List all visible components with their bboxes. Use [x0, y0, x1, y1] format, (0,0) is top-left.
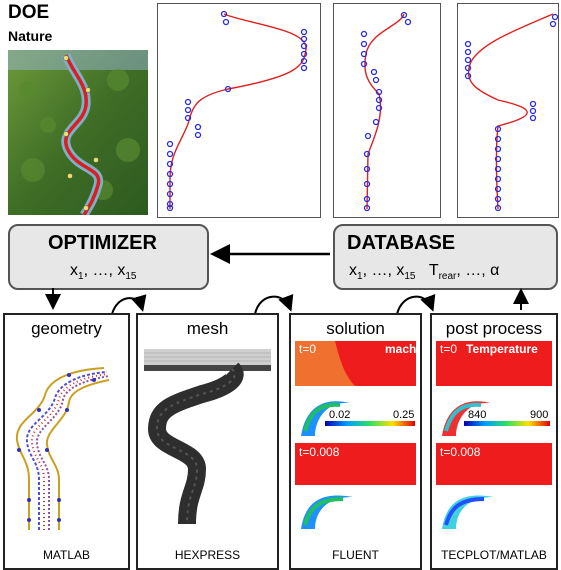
solution-field-image: t=0 mach 0.02 0.25 t=0.008: [295, 341, 416, 533]
profile-plot-1: [157, 3, 321, 218]
profile-plot-3: [457, 3, 559, 218]
solution-bottom-time: t=0.008: [299, 445, 340, 459]
optimizer-title: OPTIMIZER: [48, 232, 157, 254]
mesh-image: [144, 349, 271, 525]
post-cbar-min: 840: [468, 409, 486, 421]
post-process-footer: TECPLOT/MATLAB: [441, 548, 547, 562]
doe-title: DOE: [8, 2, 50, 23]
geometry-profiles-image: [15, 367, 110, 530]
solution-panel: solution t=0 mach 0.02 0.25 t=0.008 FLUE…: [289, 313, 422, 570]
doe-subtitle: Nature: [8, 28, 53, 44]
solution-footer: FLUENT: [332, 548, 379, 562]
mesh-footer: HEXPRESS: [174, 548, 241, 562]
geometry-footer: MATLAB: [42, 548, 91, 562]
mesh-title: mesh: [186, 319, 229, 338]
post-process-title: post process: [445, 319, 543, 338]
database-box: DATABASE x1, …, x15 Trear, …, α: [333, 224, 558, 290]
solution-top-field: mach: [385, 342, 416, 356]
mesh-panel: mesh HEXPRESS: [136, 313, 279, 570]
post-top-field: Temperature: [466, 342, 538, 356]
geometry-panel: geometry MATLAB: [3, 313, 130, 570]
database-title: DATABASE: [347, 232, 456, 254]
optimizer-variables: x1, …, x15: [70, 262, 137, 283]
profile-plot-2: [333, 3, 441, 218]
post-bottom-time: t=0.008: [440, 445, 481, 459]
post-process-panel: post process t=0 Temperature 840 900 t=0…: [430, 313, 558, 570]
optimizer-box: OPTIMIZER x1, …, x15: [8, 224, 209, 290]
post-top-time: t=0: [440, 342, 457, 356]
database-variables: x1, …, x15 Trear, …, α: [349, 262, 500, 283]
solution-top-time: t=0: [299, 342, 316, 356]
geometry-title: geometry: [31, 319, 102, 338]
post-cbar-max: 900: [530, 409, 548, 421]
solution-cbar-max: 0.25: [393, 409, 414, 421]
solution-cbar-min: 0.02: [329, 409, 350, 421]
post-process-field-image: t=0 Temperature 840 900 t=0.008: [436, 341, 552, 533]
solution-title: solution: [326, 319, 385, 338]
nature-river-image: [8, 50, 148, 218]
